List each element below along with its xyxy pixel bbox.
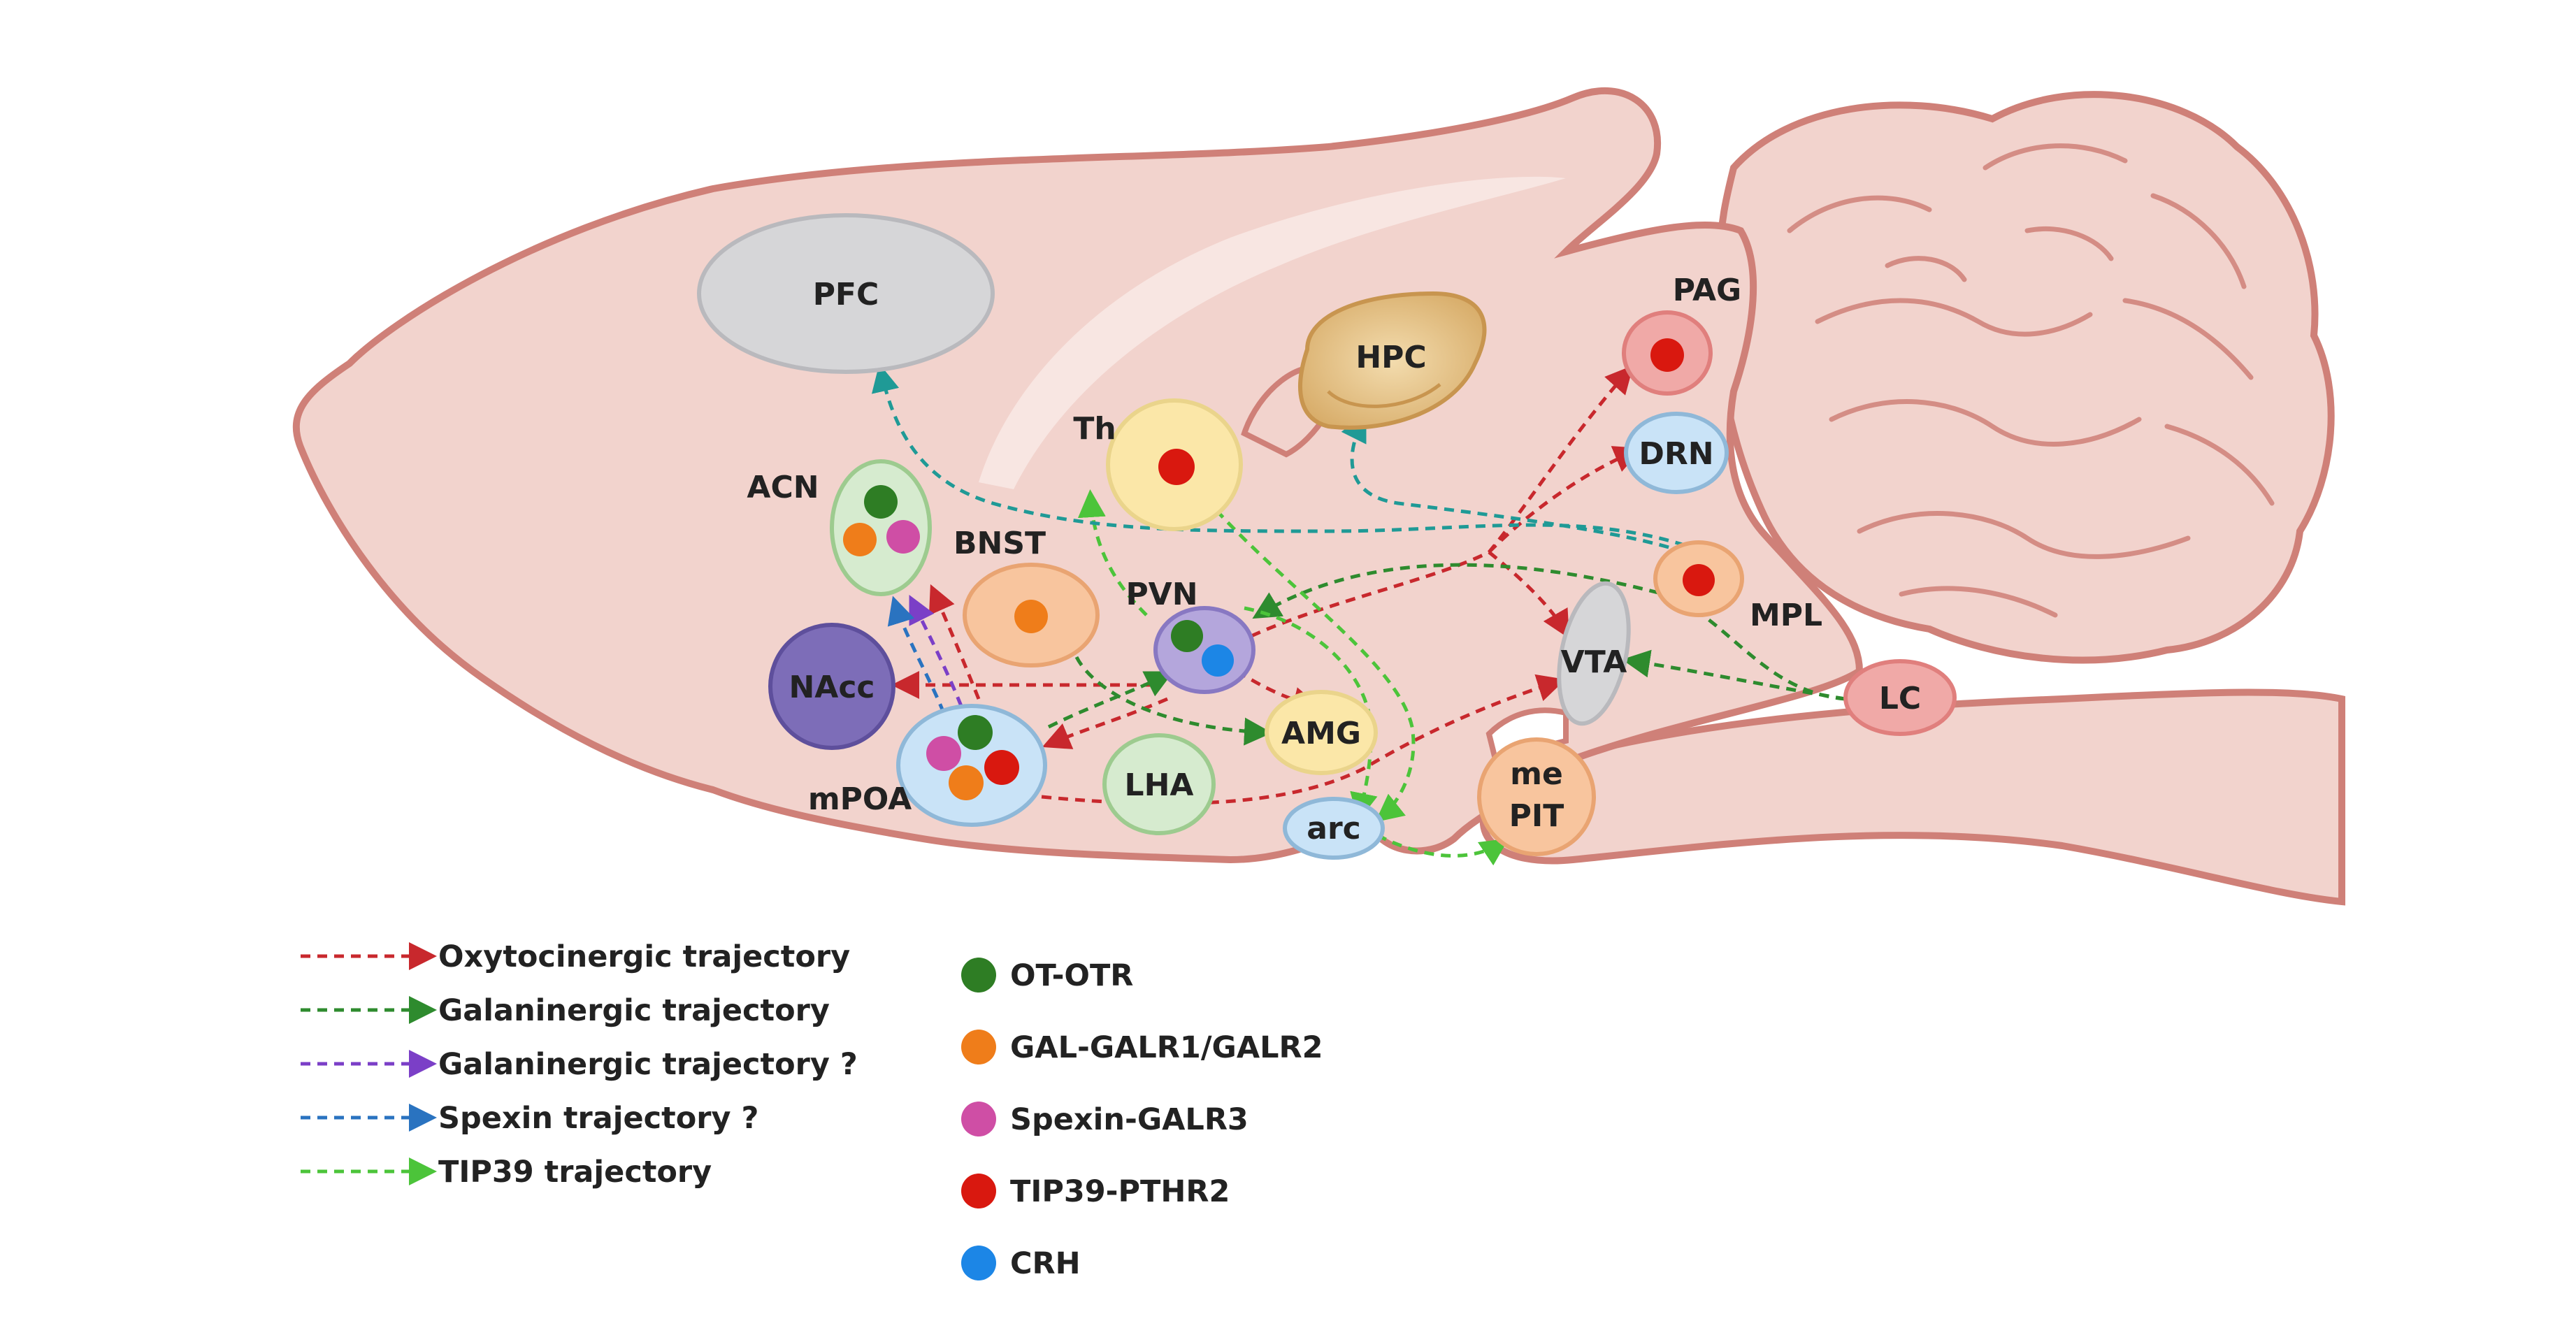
ot-arrow-pvn-pag [1250,365,1634,638]
legend-item-trajectory: Oxytocinergic trajectory [301,939,850,974]
marker-tip39 [1650,338,1684,372]
legend-marker-dot-icon [961,958,996,993]
legend-marker-label: OT-OTR [1010,958,1133,993]
marker-ot-otr [1171,620,1203,652]
marker-legend: OT-OTR GAL-GALR1/GALR2Spexin-GALR3TIP39-P… [961,958,1323,1281]
ot-arrow-mpoa-vta [1041,674,1566,806]
marker-tip39 [1683,564,1715,596]
region-bnst-label: BNST [954,526,1046,561]
region-arc: arc [1283,797,1385,860]
region-hpc-label: HPC [1355,340,1426,375]
legend-item-marker: TIP39-PTHR2 [961,1174,1230,1209]
legend-item-trajectory: Galaninergic trajectory [301,993,830,1028]
region-th-label: Th [1073,411,1116,447]
tip39-arrow-arc-pit [1376,833,1509,866]
marker-crh [1202,644,1234,677]
legend-trajectory-label: TIP39 trajectory [438,1155,712,1190]
region-lha-label: LHA [1125,767,1194,803]
legend-trajectory-label: Spexin trajectory ? [438,1101,758,1136]
region-acn-label: ACN [747,470,819,505]
legend-item-trajectory: TIP39 trajectory [301,1155,712,1190]
gal-arrow-lc-pvn [1252,563,1846,701]
marker-spexin [926,736,961,771]
region-vta-label: VTA [1561,644,1627,680]
tip39-arrow-pvn-arc [1244,606,1378,821]
brain-regions: PFC HPC Th PAG DRN [697,213,1957,860]
region-drn-label: DRN [1639,436,1713,472]
tip39-arrow-th-arc [1215,509,1416,823]
region-mpl-label: MPL [1750,598,1822,633]
marker-gal-galr [949,765,984,800]
region-mpoa: mPOA [808,704,1047,827]
legend-item-marker: Spexin-GALR3 [961,1102,1249,1137]
region-lc: LC [1843,659,1957,736]
region-drn: DRN [1624,412,1729,494]
region-lc-label: LC [1879,681,1921,716]
legend-marker-label: TIP39-PTHR2 [1010,1174,1230,1209]
region-lha: LHA [1102,733,1216,835]
legend-item-marker: CRH [961,1246,1081,1281]
legend-marker-dot-icon [961,1030,996,1064]
legend-marker-dot-icon [961,1246,996,1280]
region-nacc: NAcc [768,623,895,750]
legend-trajectory-label: Oxytocinergic trajectory [438,939,850,974]
marker-gal-galr [1014,600,1048,633]
region-pag: PAG [1622,273,1741,396]
legend-item-trajectory: Spexin trajectory ? [301,1101,758,1136]
region-mpl: MPL [1653,540,1822,633]
marker-ot-otr [958,715,993,750]
region-th: Th [1073,398,1243,531]
region-nacc-label: NAcc [789,670,875,705]
corpus-callosum [979,176,1566,489]
gal-arrow-bnst-amg [1074,656,1272,746]
legend-marker-dot-icon [961,1102,996,1136]
region-amg: AMG [1265,690,1378,775]
gal-arrow-mpoa-pvn [1047,671,1174,729]
region-me-pit: me PIT [1477,737,1596,856]
marker-tip39 [984,750,1019,785]
gal-q-arrow-mpoa-acn [909,595,963,707]
legend-trajectory-label: Galaninergic trajectory [438,993,830,1028]
region-pit-label: PIT [1509,798,1564,834]
gal-arrow-lc-vta [1622,649,1846,701]
region-pag-label: PAG [1673,273,1741,308]
legend-marker-dot-icon [961,1174,996,1208]
ot-arrow-pvn-mpoa [1042,697,1168,749]
region-pfc-label: PFC [813,277,879,312]
region-amg-label: AMG [1281,716,1361,751]
region-acn: ACN [747,459,932,596]
region-bnst: BNST [954,526,1100,667]
legend-marker-label: Spexin-GALR3 [1010,1102,1249,1137]
legend-marker-label: CRH [1010,1246,1081,1281]
legend-item-marker: OT-OTR [961,958,1133,993]
ot-arrow-pvn-drn [1488,446,1643,554]
marker-ot-otr [864,485,898,519]
marker-spexin [886,520,920,554]
brain-outline [292,87,2345,906]
region-pfc: PFC [697,213,995,374]
legend-item-marker: GAL-GALR1/GALR2 [961,1030,1323,1065]
spx-arrow-mpoa-acn [887,596,946,714]
region-hpc: HPC [1298,291,1487,430]
cerebellum-folia [1787,143,2275,618]
legend-item-trajectory: Galaninergic trajectory ? [301,1047,858,1082]
region-me-label: me [1510,756,1563,792]
marker-tip39 [1158,449,1195,485]
region-mpoa-label: mPOA [808,781,912,817]
legend-marker-label: GAL-GALR1/GALR2 [1010,1030,1323,1065]
region-vta: VTA [1557,581,1631,726]
ot-arrow-mpoa-acn [928,584,981,700]
region-pvn-label: PVN [1125,577,1197,612]
ot-arrow-pvn-vta [1488,551,1569,639]
teal-arrow-mpl-pfc [871,363,1685,547]
teal-arrow-mpl-hpc [1341,413,1685,554]
region-arc-label: arc [1307,811,1360,846]
legend-trajectory-label: Galaninergic trajectory ? [438,1047,858,1082]
marker-gal-galr [843,523,877,556]
region-pvn: PVN [1125,577,1255,694]
